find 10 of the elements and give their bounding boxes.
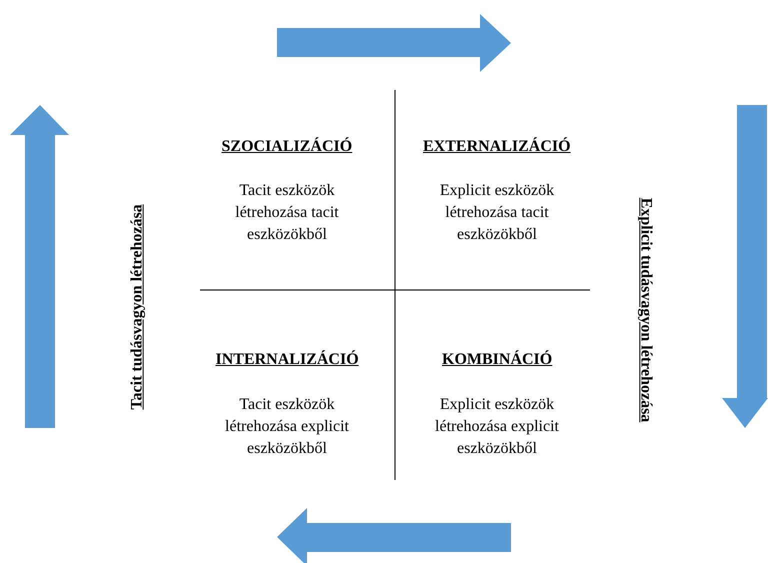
quadrant-text: Tacit eszközök létrehozása tacit eszközökből <box>234 181 340 245</box>
axis-label: Tacit tudásvagyon létrehozása <box>128 204 146 410</box>
quadrant-heading: SZOCIALIZÁCIÓ <box>222 138 352 156</box>
quadrant-text: Explicit eszközök létrehozása explicit eszközökből <box>434 395 560 459</box>
quadrant-text: Explicit eszközök létrehozása tacit eszközökből <box>438 181 556 245</box>
quadrant-text: Tacit eszközök létrehozása explicit eszközökből <box>224 395 350 459</box>
axis-label: Explicit tudásvagyon létrehozása <box>636 198 654 422</box>
quadrant-heading: EXTERNALIZÁCIÓ <box>423 138 571 156</box>
quadrant-heading: KOMBINÁCIÓ <box>442 351 552 369</box>
quadrant-heading: INTERNALIZÁCIÓ <box>216 351 359 369</box>
